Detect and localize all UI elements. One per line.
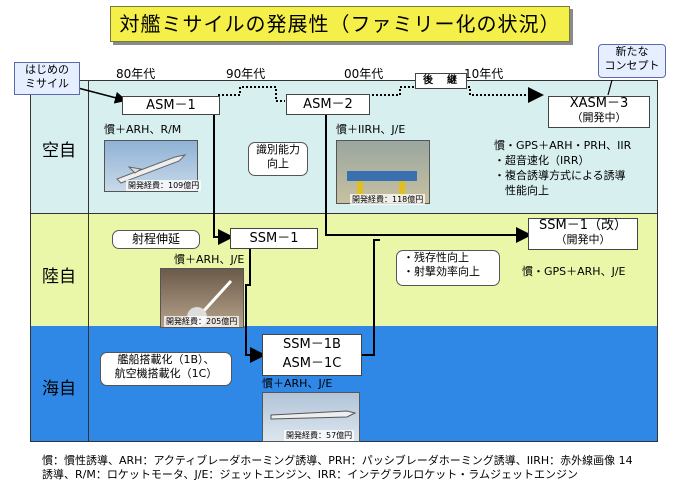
asm1-cost: 開発経費：109億円 [126,180,202,191]
asm2-spec: 慣＋IIRH、J/E [336,123,406,136]
line-asm1-asm2 [218,86,285,102]
callout-range: 射程伸延 [112,230,200,249]
missile-box-ssm1: SSM－1 [230,228,318,249]
missile-box-xasm3: XASM－3 （開発中） [548,96,650,128]
ssm1-cost: 開発経費：205億円 [164,316,240,327]
asm2-cost: 開発経費：118億円 [350,194,426,205]
callout-survivability: ・残存性向上・射撃効率向上 [396,250,500,286]
decade-10s: 10年代 [464,67,504,81]
line-asm1-ssm1 [213,113,234,245]
line-ssm1-ssm1b [245,248,266,363]
missile-icon [116,154,187,184]
line-ssm1b-ssm1kai [360,239,380,356]
decade-00s: 00年代 [344,67,384,81]
legend-line-2: 誘導、R/M：ロケットモータ、J/E：ジェットエンジン、IRR：インテグラルロケ… [42,468,578,481]
asm1-spec: 慣＋ARH、R/M [104,123,182,136]
missile-icon [270,410,357,420]
line-asm2-xasm3 [368,86,544,103]
xasm3-spec: 慣・GPS＋ARH・PRH、IIR ・超音速化（IRR） ・複合誘導方式による誘… [494,139,632,197]
legend-line-1: 慣：慣性誘導、ARH：アクティブレーダホーミング誘導、PRH：パッシブレーダホー… [42,454,633,467]
ssm1b-spec: 慣＋ARH、J/E [262,377,333,390]
callout-shipborne: 艦船搭載化（1B）、航空機搭載化（1C） [100,352,232,386]
line-asm2-ssm1kai [325,113,532,243]
callout-first-missile: はじめのミサイル [14,62,80,95]
row-label-ground: 陸自 [42,267,76,287]
callout-discrimination: 識別能力向上 [248,142,308,176]
row-label-divider [88,80,89,441]
missile-icon [347,171,417,195]
ssm1-spec: 慣＋ARH、J/E [174,253,245,266]
row-label-navy: 海自 [42,379,76,399]
decade-90s: 90年代 [226,67,266,81]
missile-box-ssm1kai: SSM－1（改） （開発中） [528,218,638,250]
row-label-air: 空自 [42,141,76,161]
ssm1kai-spec: 慣・GPS＋ARH、J/E [522,265,626,278]
callout-new-concept: 新たなコンセプト [598,44,666,78]
decade-80s: 80年代 [116,67,156,81]
page-title: 対艦ミサイルの発展性（ファミリー化の状況） [110,6,570,42]
asm2-photo [336,140,430,204]
missile-box-asm1: ASM－1 [122,96,220,115]
missile-box-ssm1b: SSM－1B ASM－1C [262,334,362,376]
ssm1b-cost: 開発経費：57億円 [284,430,355,441]
missile-box-asm2: ASM－2 [286,94,370,115]
callout-successor: 後 継 [415,73,467,89]
